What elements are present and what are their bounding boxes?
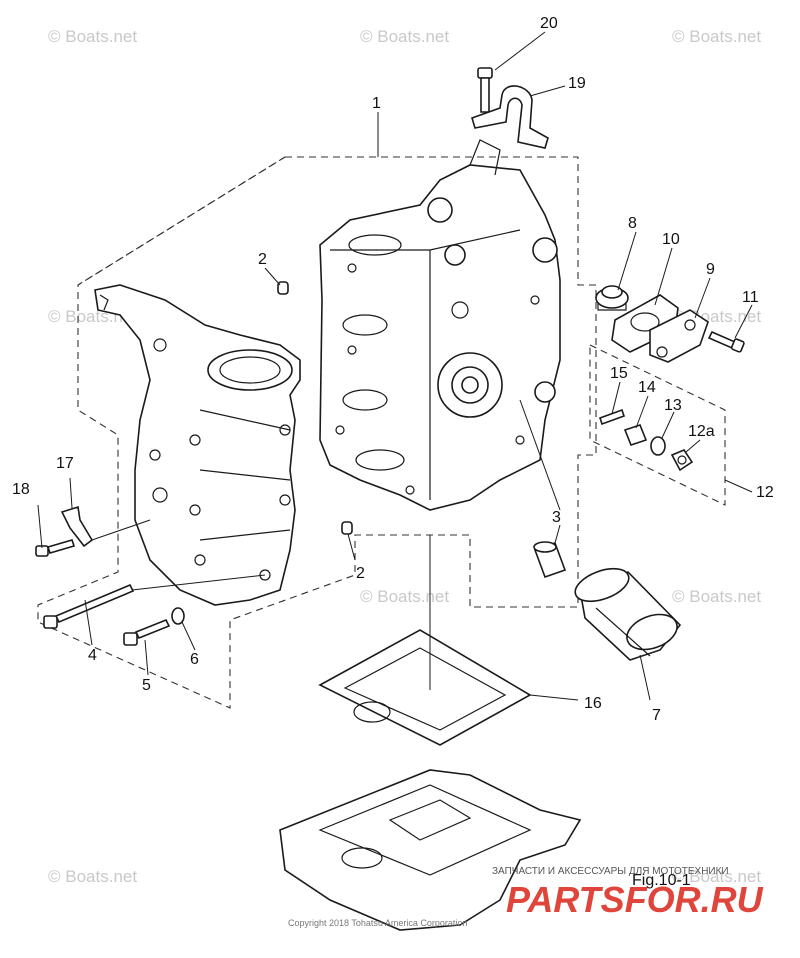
callout-16: 16: [584, 695, 602, 712]
callout-14: 14: [638, 379, 656, 396]
callout-12a: 12a: [688, 423, 715, 440]
callout-15: 15: [610, 365, 628, 382]
callout-2-top: 2: [258, 251, 267, 268]
callout-18: 18: [12, 481, 30, 498]
bolt-5: [123, 618, 171, 646]
watermark: © Boats.net: [672, 587, 761, 606]
washer-6: [171, 607, 185, 625]
callout-13: 13: [664, 397, 682, 414]
watermark: © Boats.net: [360, 587, 449, 606]
oil-filter-7: [574, 567, 682, 661]
clamp-19: [471, 85, 549, 149]
pin-15: [598, 408, 626, 426]
callout-4: 4: [88, 647, 97, 664]
watermark: © Boats.net: [672, 27, 761, 46]
watermark: © Boats.net: [360, 27, 449, 46]
bolt-4: [43, 583, 135, 629]
figure-label: Fig.10-1: [632, 872, 691, 889]
bolt-20: [477, 67, 493, 113]
crankcase-cover: [94, 284, 301, 606]
callout-9: 9: [706, 261, 715, 278]
dowel-3: [533, 541, 567, 579]
callout-2-bottom: 2: [356, 565, 365, 582]
dowel-pin-2-bottom: [341, 521, 353, 535]
callout-6: 6: [190, 651, 199, 668]
callout-3: 3: [552, 509, 561, 526]
crankcase-block: [319, 139, 561, 511]
group-12-outline: [589, 344, 726, 506]
thermostat-cover-9: [649, 309, 709, 363]
brand-tagline: ЗАПЧАСТИ И АКСЕССУАРЫ ДЛЯ МОТОТЕХНИКИ: [492, 866, 729, 877]
watermark: © Boats.net: [48, 27, 137, 46]
gasket-16: [318, 629, 532, 746]
callouts: 1 20 19 2 8 10 9 11 15 14 13 12a 12 3 2 …: [12, 15, 774, 724]
callout-5: 5: [142, 677, 151, 694]
watermark: © Boats.net: [48, 867, 137, 886]
callout-8: 8: [628, 215, 637, 232]
bracket-17: [60, 505, 94, 548]
leader-lines: [37, 31, 753, 701]
callout-7: 7: [652, 707, 661, 724]
callout-12: 12: [756, 484, 774, 501]
plunger-14: [623, 424, 648, 446]
assembly-bracket: [77, 156, 286, 286]
copyright: Copyright 2018 Tohatsu America Corporati…: [288, 918, 467, 928]
callout-20: 20: [540, 15, 558, 32]
brand-logo: PARTSFOR.RU: [506, 879, 764, 920]
adapter-plate: [279, 769, 582, 931]
bolt-11: [707, 330, 745, 353]
callout-19: 19: [568, 75, 586, 92]
callout-10: 10: [662, 231, 680, 248]
callout-1: 1: [372, 95, 381, 112]
dowel-pin-2-top: [277, 281, 289, 295]
o-ring-13: [650, 436, 666, 456]
callout-17: 17: [56, 455, 74, 472]
callout-11: 11: [742, 289, 759, 306]
thermostat-8: [595, 285, 629, 311]
watermark: © Boats.net: [672, 867, 761, 886]
assembly-outline: [37, 156, 597, 709]
plug-12a: [670, 449, 694, 472]
